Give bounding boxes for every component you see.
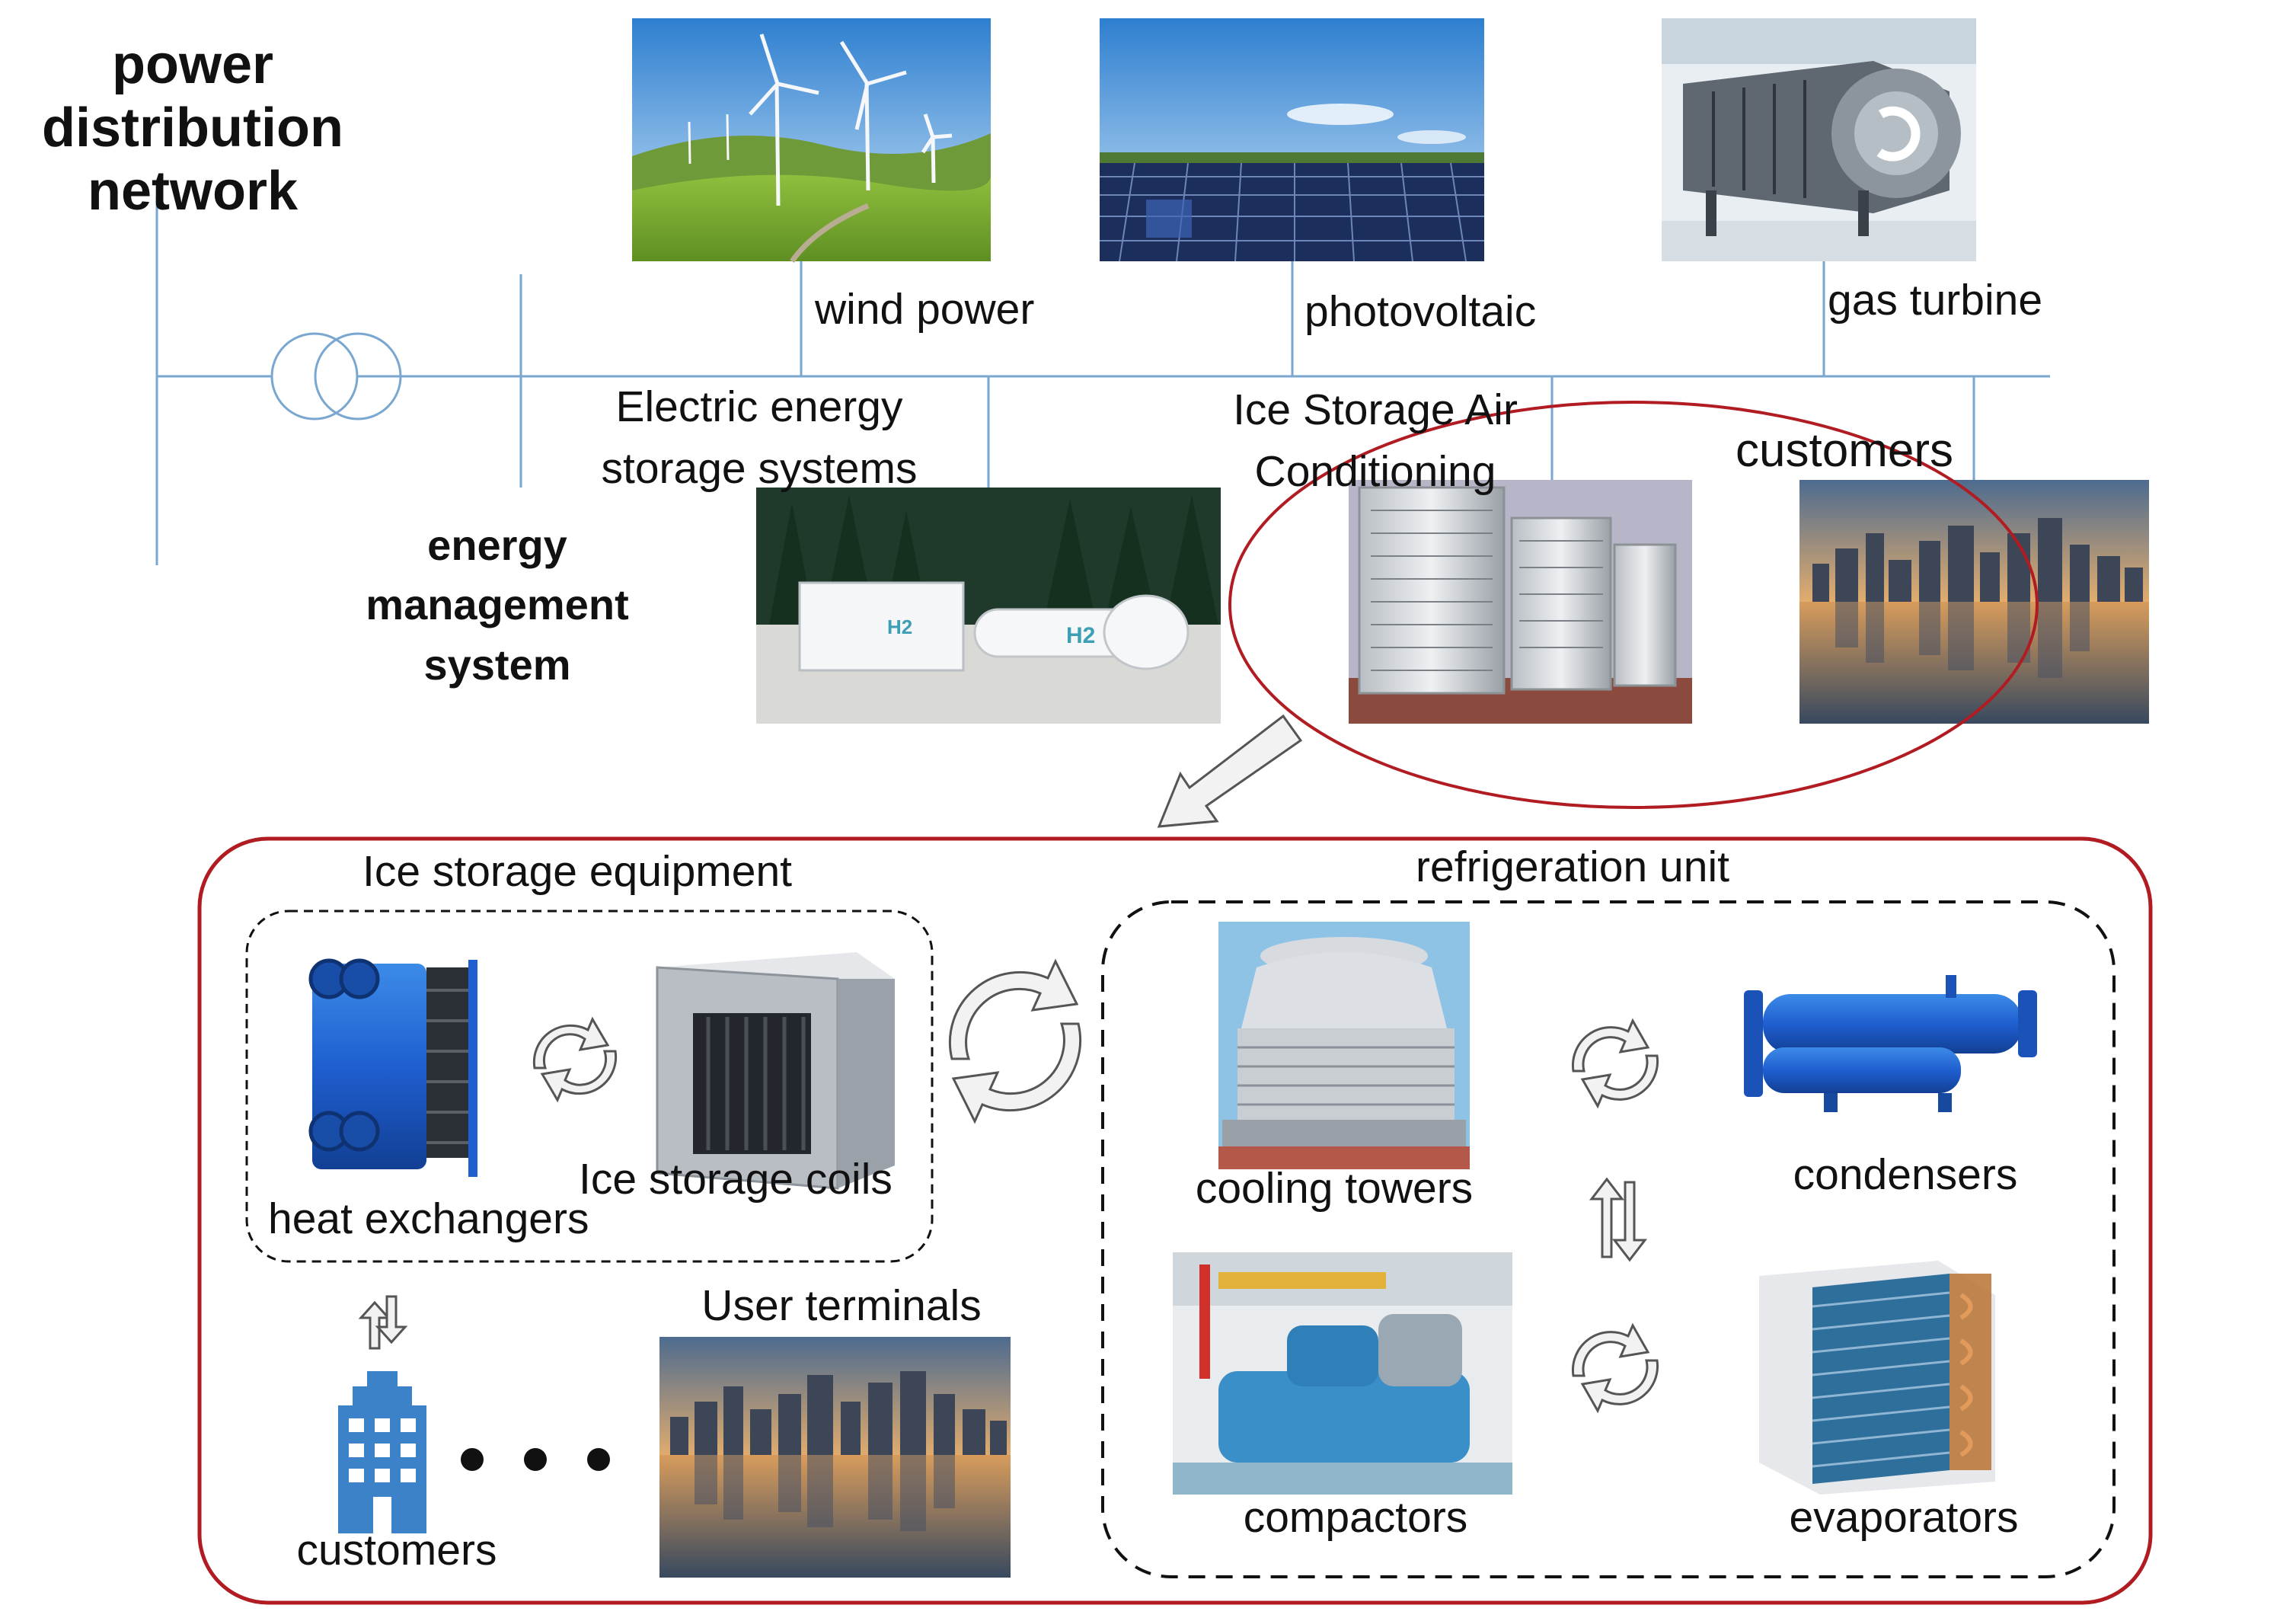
- title-line-3: network: [87, 160, 299, 222]
- energy-storage-photo: H2 H2: [756, 488, 1221, 724]
- energy-storage-label: Electric energy storage systems: [602, 376, 918, 500]
- ice-storage-equipment-title: Ice storage equipment: [362, 847, 793, 896]
- refrigeration-unit-group: [1101, 900, 2116, 1578]
- cycle-arrows-icon: [532, 1016, 618, 1103]
- cycle-arrows-icon: [1571, 1018, 1659, 1109]
- photovoltaic-label: photovoltaic: [1304, 287, 1537, 336]
- diagram-title: power distribution network: [42, 34, 343, 222]
- user-terminals-label: User terminals: [701, 1281, 982, 1330]
- gas-turbine-photo: [1662, 18, 1976, 261]
- cooling-tower-photo: [1218, 922, 1470, 1169]
- wind-power-label: wind power: [815, 285, 1035, 334]
- customers-top-label: customers: [1736, 424, 1953, 477]
- heat-exchangers-label: heat exchangers: [268, 1194, 589, 1243]
- compressor-photo: [1173, 1252, 1512, 1495]
- refrigeration-unit-title: refrigeration unit: [1416, 842, 1729, 891]
- energy-storage-line-2: storage systems: [601, 443, 918, 493]
- ems-line-2: management: [366, 580, 629, 629]
- evaporators-label: evaporators: [1789, 1493, 2019, 1542]
- ice-storage-detail-panel: [197, 836, 2153, 1605]
- condenser-photo: [1744, 975, 2037, 1112]
- ice-storage-coils-photo: [656, 952, 895, 1190]
- svg-text:H2: H2: [887, 615, 912, 638]
- cycle-arrows-large-icon: [948, 958, 1082, 1124]
- ems-line-1: energy: [427, 521, 567, 569]
- condensers-label: condensers: [1793, 1150, 2018, 1199]
- bidirectional-arrow-icon: [1589, 1177, 1648, 1262]
- ice-storage-coils-label: Ice storage coils: [579, 1155, 893, 1204]
- ellipsis-dots: [461, 1448, 610, 1471]
- ice-storage-equipment-group: [245, 910, 934, 1263]
- ice-storage-ac-photo: [1349, 480, 1692, 724]
- cycle-arrows-icon: [1571, 1322, 1659, 1414]
- ice-storage-ac-line-2: Conditioning: [1254, 446, 1496, 496]
- bidirectional-arrow-icon: [358, 1295, 408, 1350]
- cooling-towers-label: cooling towers: [1195, 1164, 1474, 1213]
- user-terminals-skyline-photo: [659, 1337, 1011, 1578]
- highlight-ellipse: [1228, 401, 2039, 809]
- transformer-icon: [270, 332, 402, 420]
- customers-bottom-label: customers: [296, 1526, 497, 1575]
- ems-line-3: system: [423, 640, 571, 689]
- ice-storage-ac-label: Ice Storage Air Conditioning: [1233, 379, 1518, 503]
- building-icon: [338, 1371, 426, 1533]
- ice-storage-ac-line-1: Ice Storage Air: [1233, 385, 1518, 434]
- power-bus-lines: [155, 197, 2050, 565]
- energy-management-system-label: energy management system: [366, 516, 628, 695]
- energy-storage-line-1: Electric energy: [615, 382, 903, 431]
- photovoltaic-photo: [1100, 18, 1484, 262]
- heat-exchanger-photo: [308, 958, 477, 1177]
- svg-text:H2: H2: [1066, 623, 1095, 648]
- compactors-label: compactors: [1243, 1493, 1468, 1542]
- title-line-1: power: [111, 34, 274, 95]
- evaporator-photo: [1759, 1261, 1995, 1495]
- gas-turbine-label: gas turbine: [1828, 276, 2043, 325]
- title-line-2: distribution: [42, 97, 343, 158]
- wind-power-photo: [632, 18, 991, 264]
- zoom-arrow-icon: [1157, 714, 1303, 828]
- customers-skyline-photo: [1799, 480, 2149, 724]
